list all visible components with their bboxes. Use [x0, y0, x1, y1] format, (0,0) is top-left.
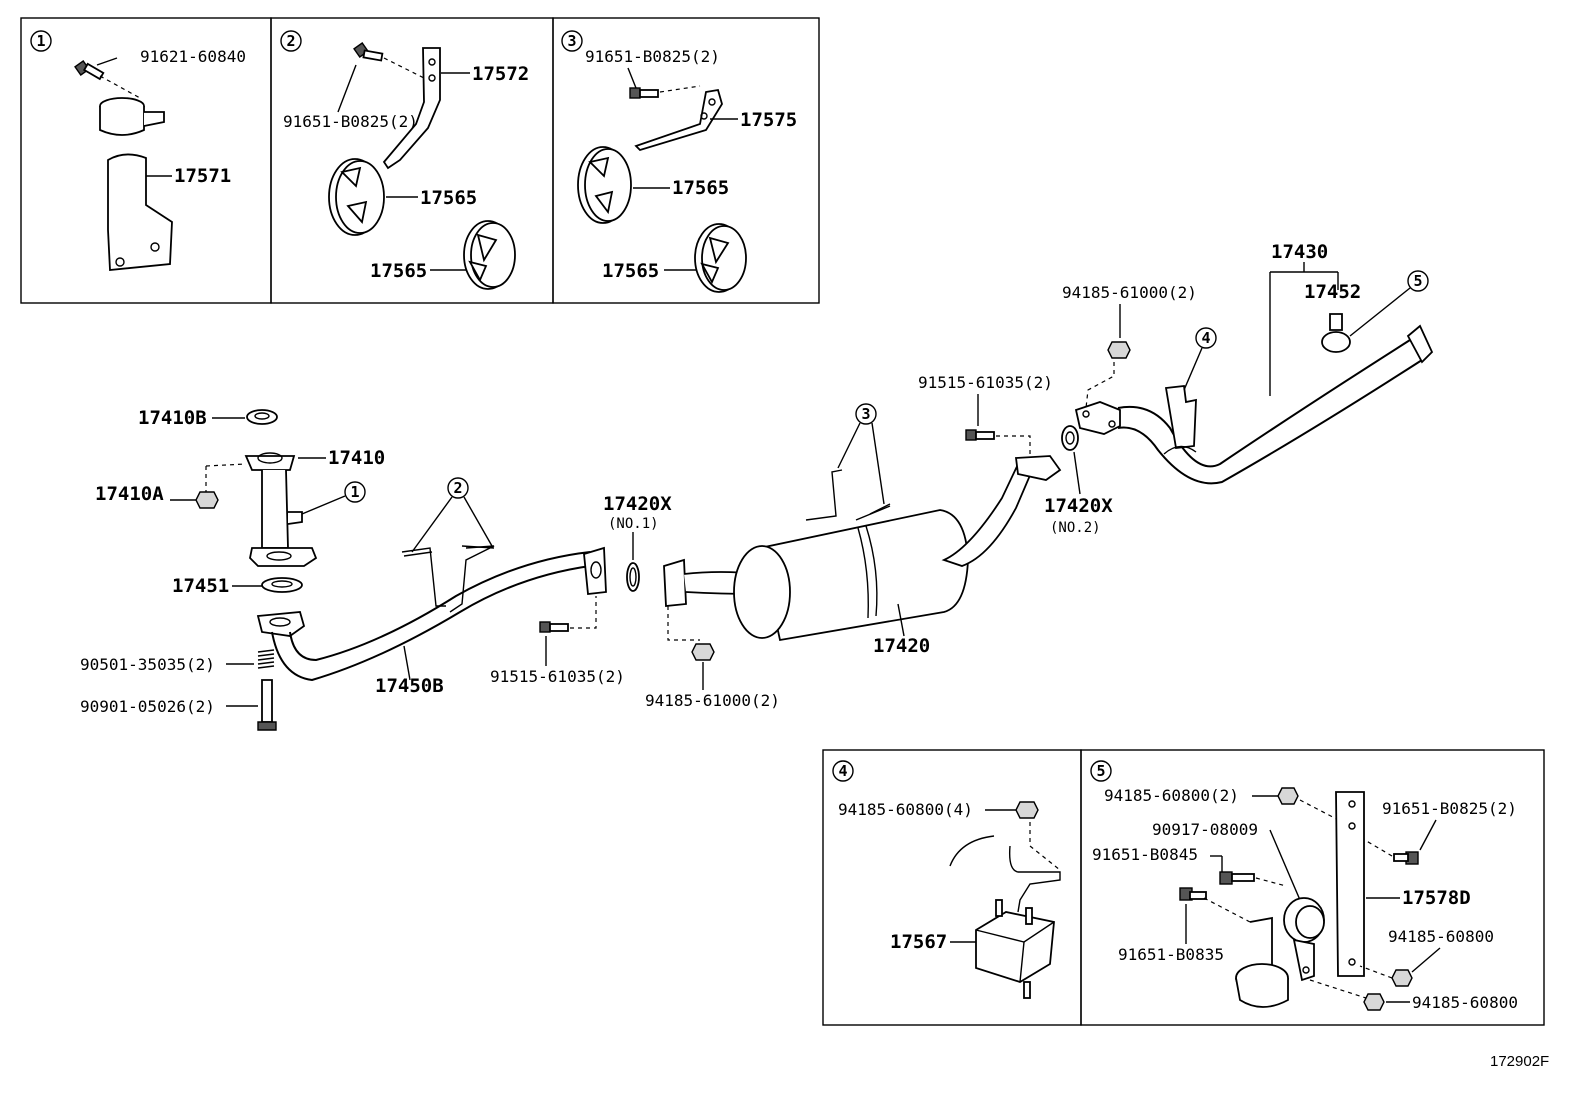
- part-91651-B0825: 91651-B0825(2): [585, 47, 720, 66]
- inset-3-number: 3: [567, 32, 576, 50]
- inset-2-number: 2: [286, 32, 295, 50]
- clamp-part: [1235, 916, 1289, 1008]
- inset-5-number: 5: [1096, 762, 1105, 780]
- part-17565: 17565: [672, 177, 729, 199]
- inset-box-1: 1 91621-60840 17571: [20, 17, 272, 304]
- part-17451: 17451: [172, 575, 229, 597]
- inset-box-5: 5 94185-60800(2) 91651-B0825(2) 17578D 9…: [1080, 749, 1545, 1026]
- part-94185-60800: 94185-60800: [1412, 993, 1518, 1012]
- tailpipe-17430: [1074, 324, 1434, 485]
- nut-94185-61000: [691, 643, 715, 661]
- bolt-icon: [629, 87, 659, 99]
- bolt-icon: [1219, 871, 1255, 885]
- bracket-17571: [107, 153, 173, 271]
- part-17410: 17410: [328, 447, 385, 469]
- part-17571: 17571: [174, 165, 231, 187]
- diagram-id: 172902F: [1490, 1053, 1549, 1070]
- part-91651-B0825: 91651-B0825(2): [283, 112, 418, 131]
- nut-icon: [1363, 993, 1385, 1011]
- bolt-icon: [539, 621, 569, 633]
- part-17410B: 17410B: [138, 407, 207, 429]
- part-91515-61035: 91515-61035(2): [490, 667, 625, 686]
- nut-17410A: [195, 491, 219, 509]
- rubber-mount-17565: [328, 158, 385, 236]
- part-91515-61035: 91515-61035(2): [918, 373, 1053, 392]
- part-91651-B0825: 91651-B0825(2): [1382, 799, 1517, 818]
- nut-icon: [1015, 801, 1039, 819]
- part-17575: 17575: [740, 109, 797, 131]
- part-17420X-2-note: (NO.2): [1050, 520, 1101, 536]
- nut-icon: [1107, 341, 1131, 359]
- bracket-17572: [382, 47, 441, 170]
- part-90501-35035: 90501-35035(2): [80, 655, 215, 674]
- nut-icon: [1391, 969, 1413, 987]
- part-17452: 17452: [1304, 281, 1361, 303]
- part-91651-B0845: 91651-B0845: [1092, 845, 1198, 864]
- part-17578D: 17578D: [1402, 887, 1471, 909]
- inset-box-4: 4 94185-60800(4) 17567: [822, 749, 1082, 1026]
- gasket-17451: [261, 577, 303, 593]
- mount-17567: [975, 899, 1055, 999]
- inset-box-2: 2 91651-B0825(2) 17572 17565: [270, 17, 554, 304]
- part-17420X-1-note: (NO.1): [608, 516, 659, 532]
- part-17410A: 17410A: [95, 483, 164, 505]
- spring-90501: [257, 649, 275, 669]
- clamp-part: [99, 97, 165, 136]
- front-pipe-17410: [244, 452, 318, 567]
- part-17565: 17565: [420, 187, 477, 209]
- part-17565: 17565: [602, 260, 659, 282]
- part-94185-60800: 94185-60800(4): [838, 800, 973, 819]
- bolt-icon: [965, 429, 995, 441]
- rubber-mount-17565: [577, 146, 632, 224]
- callout-1: 1: [350, 483, 359, 501]
- inset-4-number: 4: [838, 762, 847, 780]
- callout-5: 5: [1413, 272, 1422, 290]
- gasket-17420X-no1: [626, 562, 640, 592]
- damper-90917: [1283, 897, 1325, 982]
- part-90901-05026: 90901-05026(2): [80, 697, 215, 716]
- part-17572: 17572: [472, 63, 529, 85]
- nut-icon: [1277, 787, 1299, 805]
- clamp-17452: [1321, 313, 1351, 353]
- bolt-icon: [353, 42, 384, 62]
- part-91651-B0835: 91651-B0835: [1118, 945, 1224, 964]
- rubber-mount-17565: [694, 223, 747, 293]
- part-17430: 17430: [1271, 241, 1328, 263]
- part-17567: 17567: [890, 931, 947, 953]
- callout-2: 2: [453, 479, 462, 497]
- bolt-icon: [74, 60, 105, 81]
- callout-4: 4: [1201, 329, 1210, 347]
- callout-3: 3: [861, 405, 870, 423]
- gasket-17410B: [246, 409, 278, 425]
- pipe-17450B: [256, 545, 607, 682]
- rubber-mount-17565: [463, 220, 516, 290]
- part-94185-61000: 94185-61000(2): [1062, 283, 1197, 302]
- part-17420X-1: 17420X: [603, 493, 672, 515]
- part-94185-61000: 94185-61000(2): [645, 691, 780, 710]
- inset-box-3: 3 91651-B0825(2) 17575 17565: [552, 17, 820, 304]
- bolt-90901: [257, 679, 277, 731]
- muffler-17420: [663, 455, 1062, 642]
- bracket-17578D: [1335, 791, 1365, 977]
- part-17450B: 17450B: [375, 675, 444, 697]
- bolt-icon: [1179, 887, 1207, 901]
- gasket-17420X-no2: [1061, 425, 1079, 451]
- part-17420X-2: 17420X: [1044, 495, 1113, 517]
- bolt-icon: [1393, 851, 1419, 865]
- part-90917-08009: 90917-08009: [1152, 820, 1258, 839]
- part-94185-60800: 94185-60800(2): [1104, 786, 1239, 805]
- part-91621-60840: 91621-60840: [140, 47, 246, 66]
- part-17420: 17420: [873, 635, 930, 657]
- inset-1-number: 1: [36, 32, 45, 50]
- part-17565: 17565: [370, 260, 427, 282]
- part-94185-60800: 94185-60800: [1388, 927, 1494, 946]
- bracket-17575: [634, 88, 723, 152]
